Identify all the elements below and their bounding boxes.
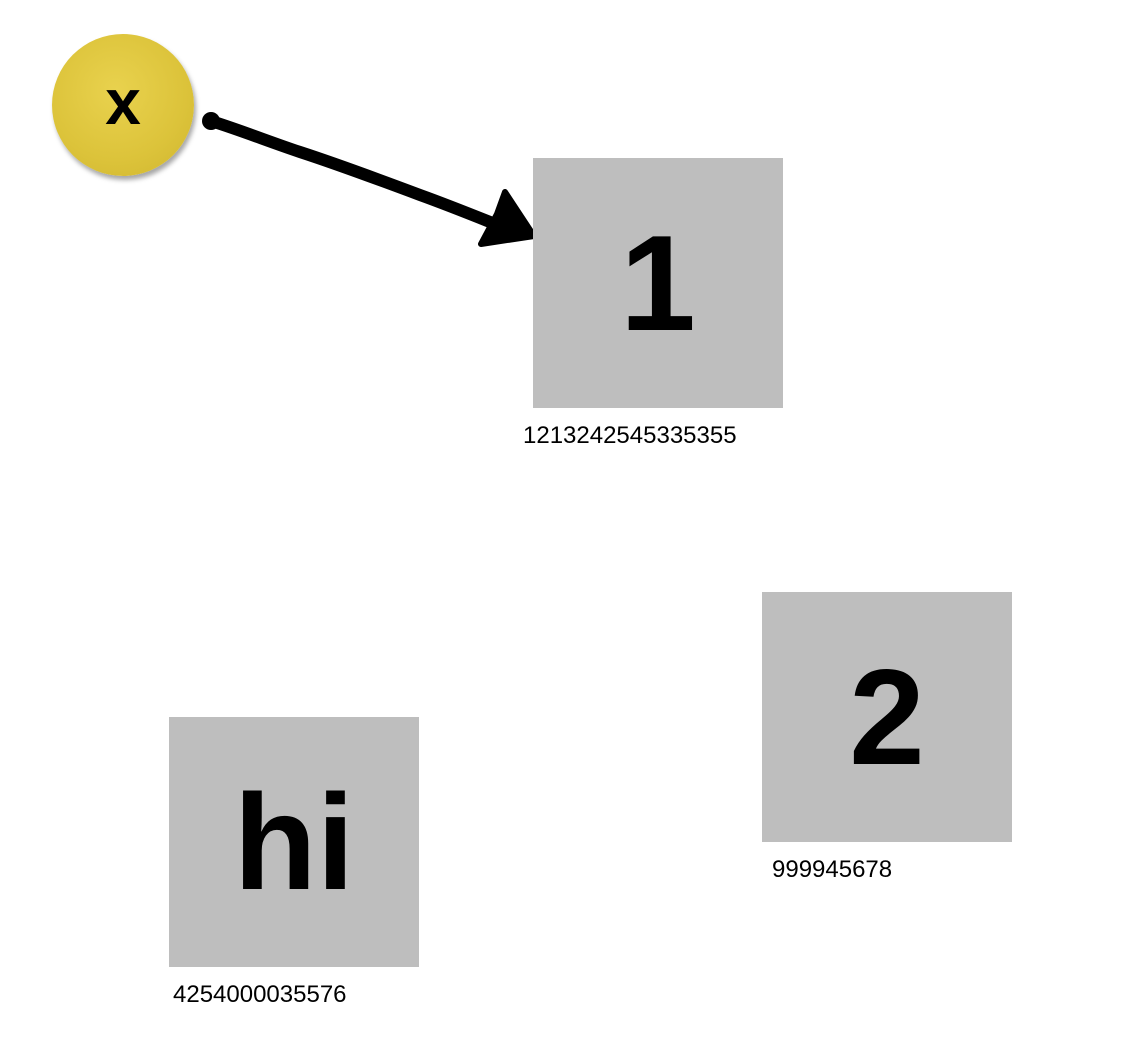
object-id-1: 1213242545335355 <box>523 422 737 449</box>
object-box-1[interactable]: 1 <box>533 158 783 408</box>
object-id-2: 999945678 <box>772 856 893 883</box>
object-value-2: 2 <box>849 641 925 793</box>
arrow-shaft <box>205 115 496 228</box>
object-box-hi[interactable]: hi <box>169 717 419 967</box>
arrowhead <box>478 189 537 247</box>
variable-x-label: x <box>105 66 141 138</box>
object-id-hi: 4254000035576 <box>173 981 347 1008</box>
object-box-2[interactable]: 2 <box>762 592 1012 842</box>
object-value-hi: hi <box>233 766 355 918</box>
variable-x-circle[interactable]: x <box>52 34 194 176</box>
arrow-tail-dot <box>202 112 220 130</box>
object-value-1: 1 <box>620 207 696 359</box>
